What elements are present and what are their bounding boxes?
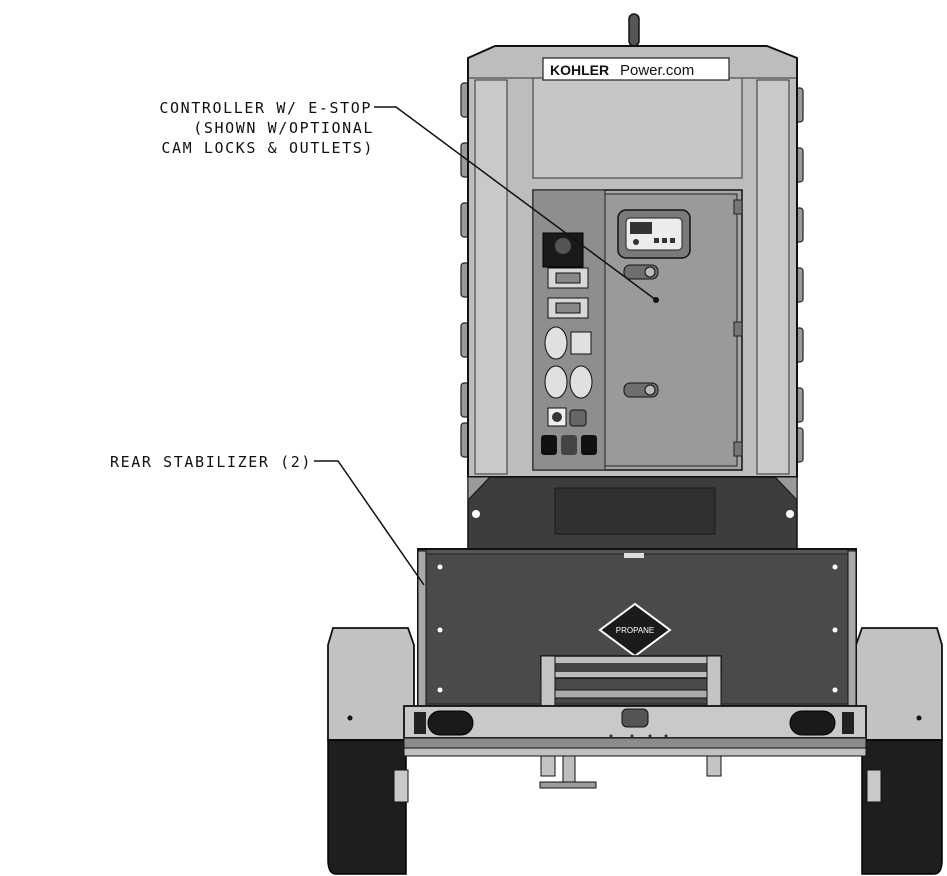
outlet [544,326,593,399]
circuit-breaker [547,267,589,289]
callout-stabilizer: REAR STABILIZER (2) [110,453,425,586]
door-latch [623,382,659,398]
tail-light-left [414,710,474,736]
rear-stabilizer-jack [539,755,597,789]
tail-light-right [789,710,854,736]
callout-controller-line-1: CONTROLLER W/ E-STOP [159,99,372,117]
base-vent [467,476,798,550]
controller-panel [532,189,743,471]
license-plate-light [609,708,668,738]
stabilizer-bracket-right [866,769,882,803]
tire-left [327,739,407,875]
e-stop-button [542,232,584,268]
callout-controller: CONTROLLER W/ E-STOP (SHOWN W/OPTIONAL C… [159,99,657,301]
callout-stabilizer-line-1: REAR STABILIZER (2) [110,453,312,471]
door-latch [623,264,659,280]
callout-controller-leader [374,106,657,301]
tire-right [861,739,943,875]
brand-suffix: Power.com [620,62,694,79]
controller-display [617,209,691,259]
brand-name: KOHLER [550,62,609,78]
fender-right [855,627,943,741]
stabilizer-bracket-left [393,769,409,803]
lifting-eye [628,13,640,47]
callout-stabilizer-leader [314,460,425,586]
fuel-type-label: PROPANE [616,626,655,635]
callout-controller-line-3: CAM LOCKS & OUTLETS) [161,139,374,157]
callout-controller-line-2: (SHOWN W/OPTIONAL [193,119,374,137]
cam-lock [541,407,597,455]
brand-logo: KOHLER Power.com [542,57,730,81]
circuit-breaker [547,297,589,319]
fender-left [327,627,415,741]
